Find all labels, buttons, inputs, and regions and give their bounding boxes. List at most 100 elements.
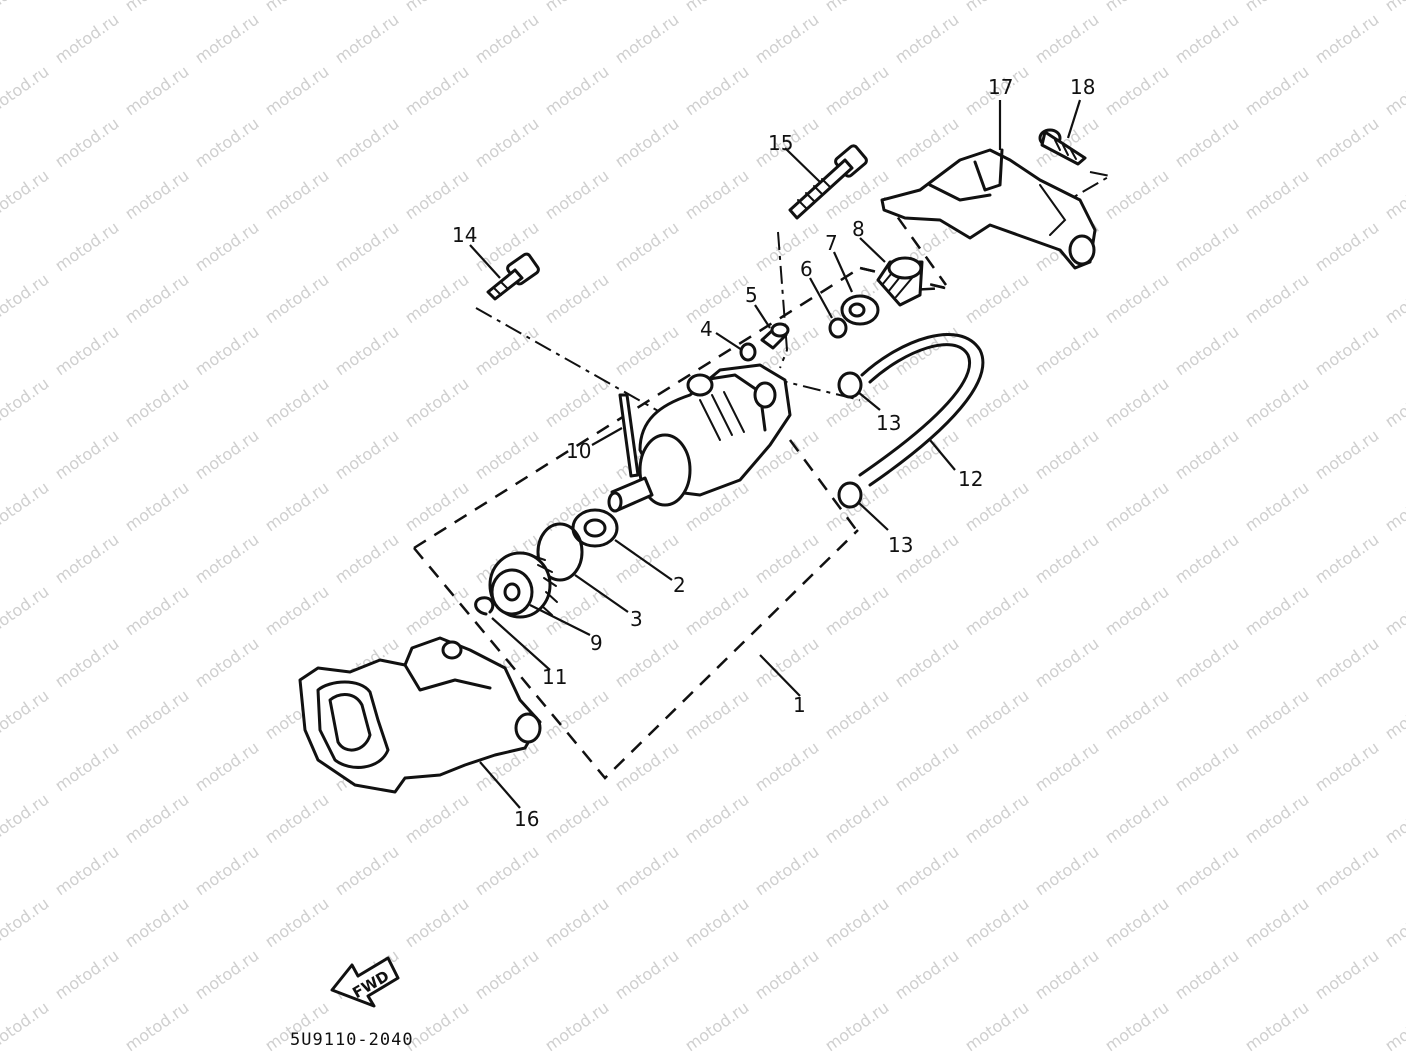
watermark-text: motod.ru [121,478,192,536]
callout-12: 12 [958,467,983,491]
watermark-text: motod.ru [611,634,682,692]
drawing-code: 5U9110-2040 [290,1030,414,1050]
watermark-text: motod.ru [541,998,612,1055]
watermark-text: motod.ru [1241,478,1312,536]
watermark-text: motod.ru [471,426,542,484]
watermark-text: motod.ru [1381,478,1406,536]
gear-9 [488,551,558,619]
watermark-text: motod.ru [821,0,892,15]
watermark-text: motod.ru [261,790,332,848]
callout-11: 11 [542,665,567,689]
watermark-text: motod.ru [121,374,192,432]
watermark-text: motod.ru [1311,322,1382,380]
watermark-text: motod.ru [471,842,542,900]
watermark-text: motod.ru [0,166,52,224]
watermark-text: motod.ru [1171,322,1242,380]
watermark-text: motod.ru [261,166,332,224]
watermark-text: motod.ru [751,946,822,1004]
watermark-text: motod.ru [471,946,542,1004]
watermark-text: motod.ru [401,582,472,640]
assembly-boundary-1 [413,197,948,780]
watermark-text: motod.ru [611,322,682,380]
watermark-text: motod.ru [1241,894,1312,952]
watermark-text: motod.ru [0,374,52,432]
watermark-text: motod.ru [1171,634,1242,692]
plug-8 [876,256,924,307]
watermark-text: motod.ru [401,166,472,224]
watermark-text: motod.ru [51,634,122,692]
watermark-text: motod.ru [541,166,612,224]
washer-6 [828,317,848,339]
watermark-text: motod.ru [1101,686,1172,744]
watermark-text: motod.ru [611,218,682,276]
watermark-text: motod.ru [681,998,752,1055]
watermark-text: motod.ru [1381,166,1406,224]
watermark-text: motod.ru [611,114,682,172]
watermark-text: motod.ru [821,894,892,952]
watermark-text: motod.ru [471,10,542,68]
callout-13-upper: 13 [876,411,901,435]
watermark-text: motod.ru [0,998,52,1055]
watermark-text: motod.ru [681,270,752,328]
watermark-text: motod.ru [0,270,52,328]
watermark-text: motod.ru [121,582,192,640]
watermark-text: motod.ru [1171,426,1242,484]
watermark-text: motod.ru [51,10,122,68]
watermark-text: motod.ru [1241,0,1312,15]
callout-13-lower: 13 [888,533,913,557]
watermark-text: motod.ru [961,686,1032,744]
callout-4: 4 [700,317,713,341]
watermark-text: motod.ru [1101,894,1172,952]
bolt-14 [486,252,540,301]
watermark-text: motod.ru [121,686,192,744]
callout-14: 14 [452,223,477,247]
watermark-text: motod.ru [891,114,962,172]
o-ring-3 [536,522,584,582]
washer-4 [739,342,757,362]
watermark-text: motod.ru [331,426,402,484]
watermark-text: motod.ru [261,478,332,536]
watermark-text: motod.ru [1171,1050,1242,1055]
watermark-text: motod.ru [51,322,122,380]
watermark-text: motod.ru [51,1050,122,1055]
watermark-text: motod.ru [1311,738,1382,796]
watermark-text: motod.ru [1381,998,1406,1055]
callout-16: 16 [514,807,539,831]
watermark-text: motod.ru [51,426,122,484]
watermark-text: motod.ru [51,530,122,588]
watermark-text: motod.ru [541,790,612,848]
watermark-text: motod.ru [891,842,962,900]
watermark-text: motod.ru [681,894,752,952]
watermark-text: motod.ru [1101,270,1172,328]
watermark-text: motod.ru [1101,62,1172,120]
watermark-text: motod.ru [611,10,682,68]
watermark-text: motod.ru [821,582,892,640]
watermark-text: motod.ru [961,582,1032,640]
watermark-text: motod.ru [1031,946,1102,1004]
nut-7 [840,294,880,326]
watermark-text: motod.ru [0,62,52,120]
watermark-text: motod.ru [121,166,192,224]
watermark-text: motod.ru [1241,270,1312,328]
callout-17: 17 [988,75,1013,99]
callout-1: 1 [793,693,806,717]
watermark-text: motod.ru [191,218,262,276]
watermark-text: motod.ru [1031,322,1102,380]
watermark-text: motod.ru [121,894,192,952]
pin-10 [618,393,640,478]
callout-7: 7 [825,231,838,255]
leader-lines [469,99,1082,809]
watermark-text: motod.ru [331,218,402,276]
watermark-text: motod.ru [1171,842,1242,900]
watermark-text: motod.ru [1311,1050,1382,1055]
watermark-text: motod.ru [191,634,262,692]
watermark-text: motod.ru [1171,738,1242,796]
watermark-text: motod.ru [821,62,892,120]
watermark-text: motod.ru [1311,10,1382,68]
watermark-text: motod.ru [541,894,612,952]
watermark-text: motod.ru [891,1050,962,1055]
watermark-text: motod.ru [681,166,752,224]
watermark-text: motod.ru [1101,582,1172,640]
